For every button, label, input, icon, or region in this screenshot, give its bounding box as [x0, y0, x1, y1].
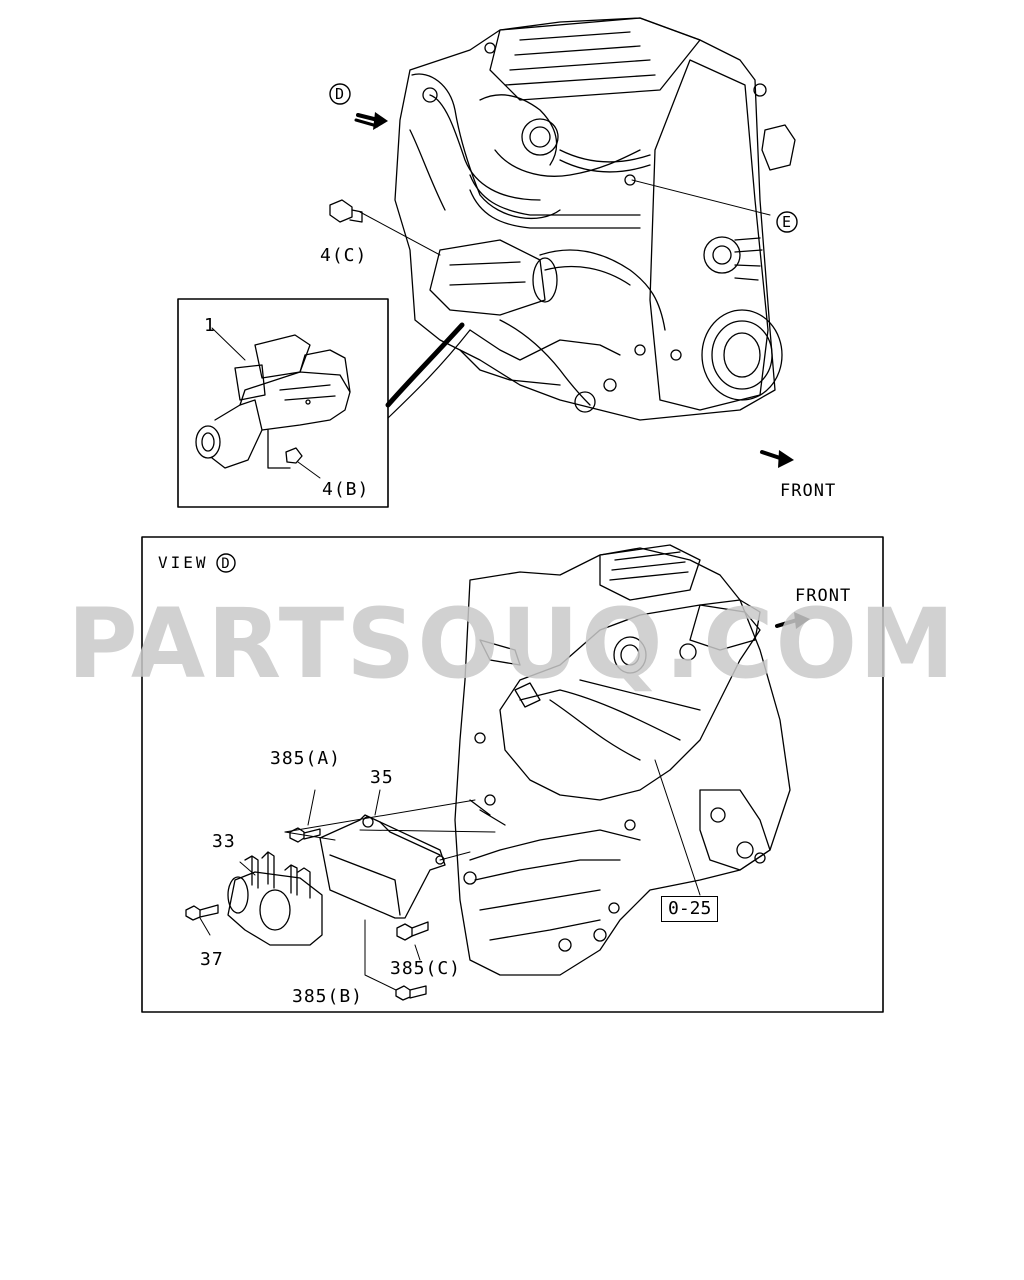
bracket-35-drawing — [284, 789, 506, 919]
view-d-title: VIEW — [158, 553, 209, 573]
label-bolt-385c: 385(C) — [390, 958, 462, 979]
label-bolt-385a: 385(A) — [270, 748, 342, 769]
callout-e-circle — [776, 211, 798, 233]
bolt-385c-drawing — [396, 921, 429, 961]
callout-e-label: E — [781, 213, 793, 231]
ref-box-0-25[interactable]: 0-25 — [661, 896, 719, 922]
callout-d-circle — [329, 83, 351, 105]
engine-view-d-illustration — [454, 544, 810, 976]
bolt-4c-drawing — [329, 199, 441, 256]
engine-top-illustration — [354, 17, 796, 468]
bolt-385b-drawing — [364, 919, 427, 1001]
starter-inset-drawing — [195, 322, 471, 479]
bolt-37-drawing — [185, 904, 219, 936]
label-bolt-385b: 385(B) — [292, 986, 364, 1007]
callout-d-label: D — [334, 85, 346, 103]
view-d-marker-circle — [216, 553, 236, 573]
view-d-frame — [141, 536, 884, 1013]
label-bracket-35: 35 — [370, 767, 394, 788]
bolt-385a-drawing — [289, 789, 321, 843]
label-bolt-4b: 4(B) — [322, 479, 370, 500]
label-front-inset: FRONT — [795, 586, 852, 606]
view-d-title-text: VIEW — [158, 553, 209, 572]
label-front-top: FRONT — [780, 481, 837, 501]
label-coil-33: 33 — [212, 831, 236, 852]
ignition-coil-33-drawing — [227, 851, 323, 946]
view-d-title-marker: D — [221, 556, 231, 572]
label-bolt-4c: 4(C) — [320, 245, 368, 266]
label-bolt-37: 37 — [200, 949, 224, 970]
label-starter-part-1: 1 — [204, 315, 216, 336]
